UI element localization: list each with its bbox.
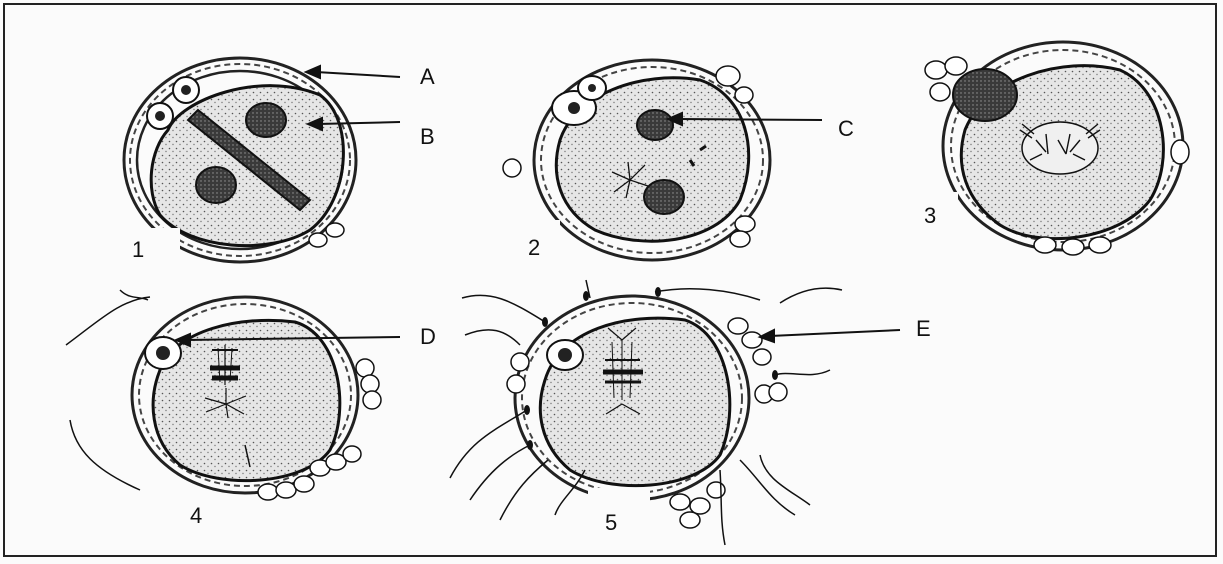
- label-E: E: [916, 318, 931, 340]
- arrow-E: [770, 330, 900, 336]
- cytoplasm: [153, 320, 340, 480]
- pronucleus: [644, 180, 684, 214]
- cell-number-4: 4: [190, 505, 202, 527]
- arrow-A: [316, 72, 400, 77]
- label-A: A: [420, 66, 435, 88]
- pronucleus: [637, 110, 673, 140]
- nucleus: [246, 103, 286, 137]
- label-B: B: [420, 126, 435, 148]
- zygote-cell-4: [66, 290, 381, 500]
- zygote-cell-3: [925, 42, 1189, 255]
- label-C: C: [838, 118, 854, 140]
- cell-number-2: 2: [528, 237, 540, 259]
- cell-number-3: 3: [924, 205, 936, 227]
- cell-number-1: 1: [132, 239, 144, 261]
- sperm: [66, 290, 150, 490]
- label-D: D: [420, 326, 436, 348]
- cell-number-5: 5: [605, 512, 617, 534]
- nucleus: [196, 167, 236, 203]
- arrow-C: [678, 119, 822, 120]
- fusing-pronuclei: [1022, 122, 1098, 174]
- polar-body: [953, 69, 1017, 121]
